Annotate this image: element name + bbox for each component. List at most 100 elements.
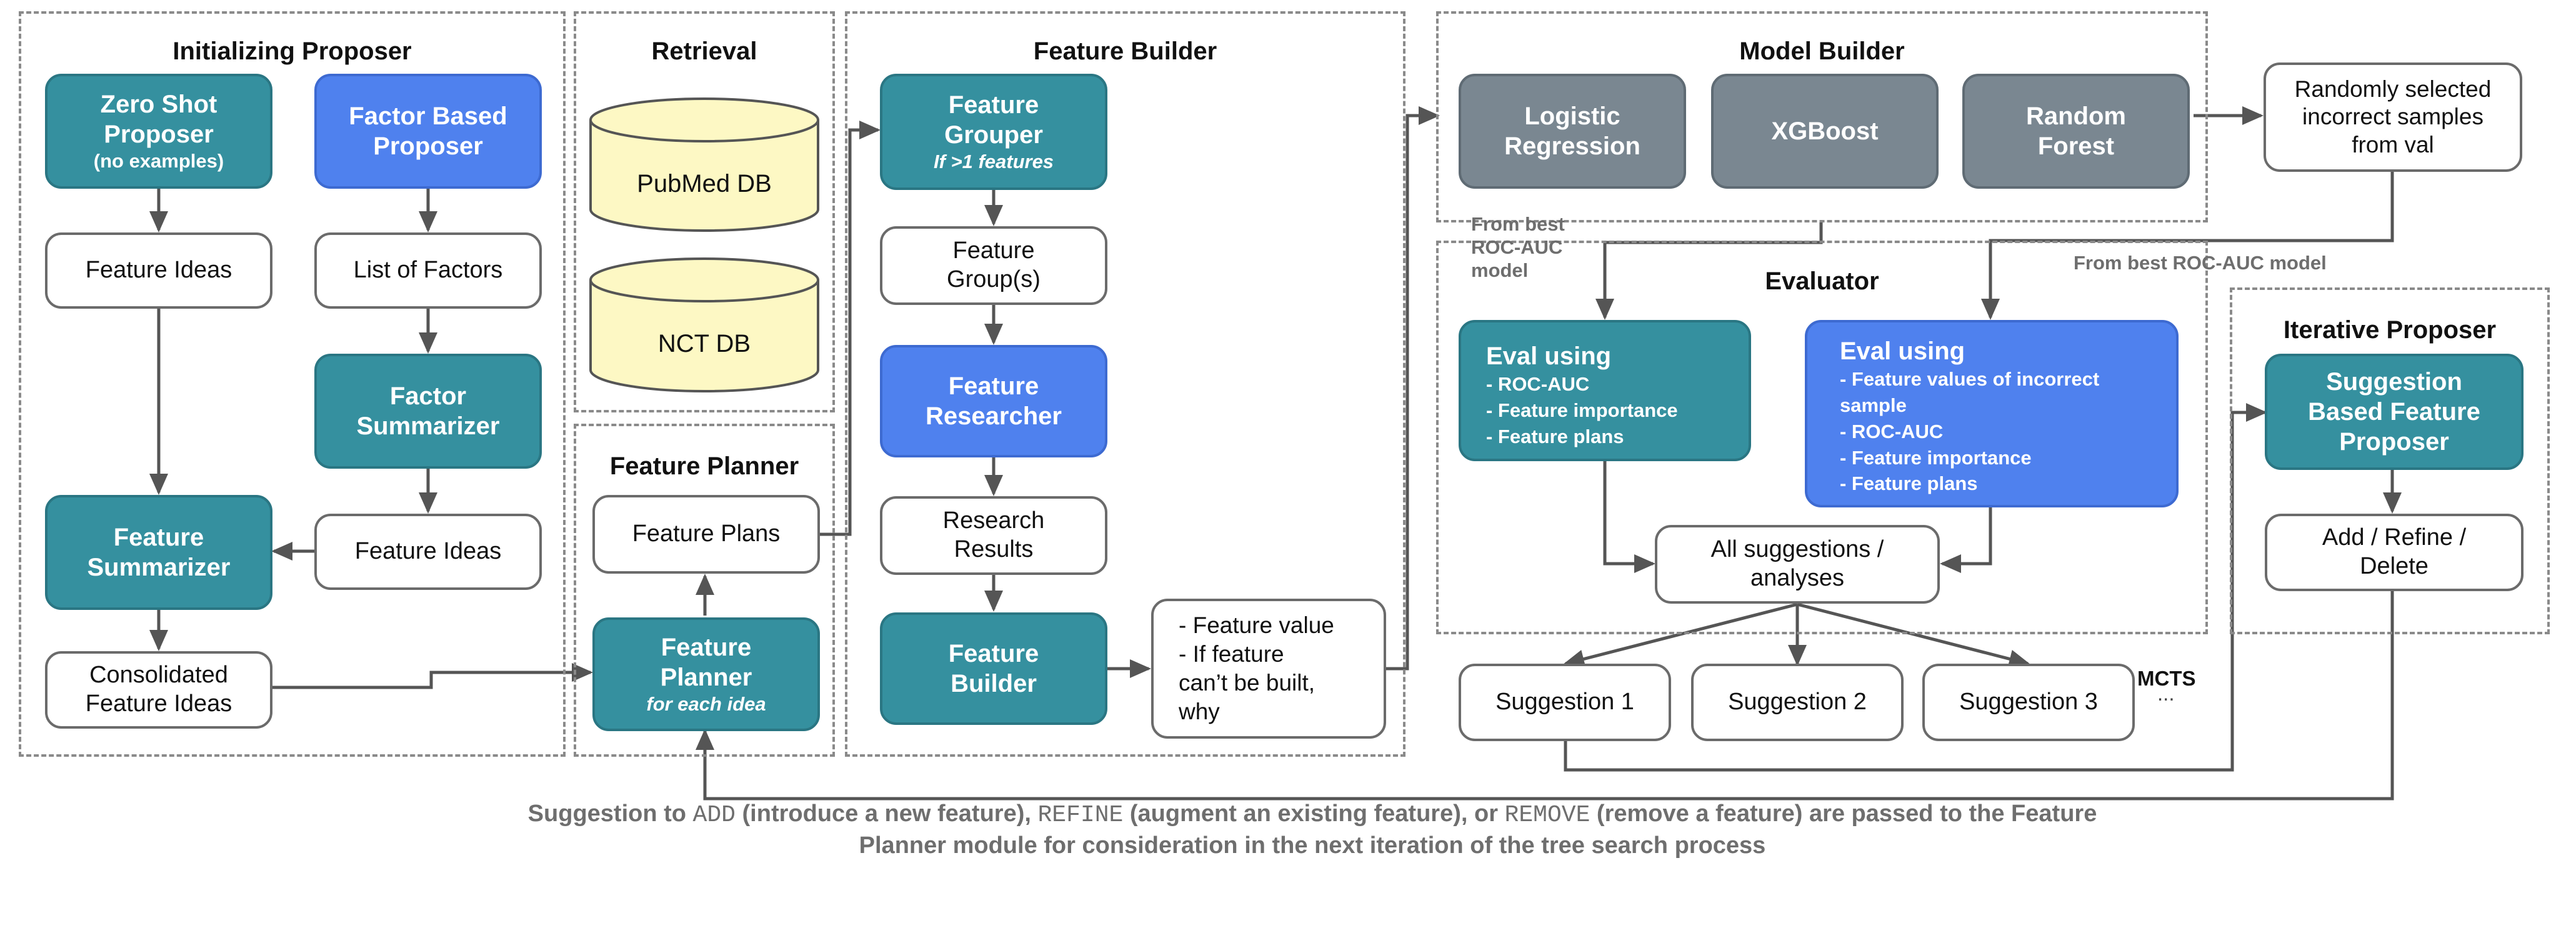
arrow-evalright-to-all	[1940, 507, 1992, 573]
initializing-proposer-panel	[19, 11, 566, 757]
feature-builder-node: Feature Builder	[880, 612, 1107, 725]
initializing-proposer-title: Initializing Proposer	[172, 37, 412, 65]
caption-add: ADD	[692, 802, 736, 829]
suggestion-1-node: Suggestion 1	[1459, 664, 1671, 741]
from-best-right-note: From best ROC-AUC model	[2074, 252, 2327, 274]
random-samples-label: Randomly selected incorrect samples from…	[2294, 76, 2492, 157]
feature-grouper-sub: If >1 features	[933, 151, 1054, 173]
model-builder-title: Model Builder	[1739, 37, 1905, 65]
eval-left-node: Eval using - ROC-AUC - Feature importanc…	[1459, 320, 1751, 461]
iterative-proposer-title: Iterative Proposer	[2283, 316, 2497, 344]
caption-refine: REFINE	[1037, 802, 1124, 829]
caption-text-2: (introduce a new feature),	[735, 801, 1038, 827]
model-builder-panel	[1436, 11, 2208, 222]
zero-shot-proposer-node: Zero Shot Proposer (no examples)	[45, 74, 272, 189]
feature-groups-label: Feature Group(s)	[947, 237, 1041, 292]
from-best-left-line-3: model	[1471, 259, 1529, 282]
caption-line-2: Planner module for consideration in the …	[859, 832, 1766, 859]
feature-planner-sub: for each idea	[646, 693, 766, 716]
arrow-sugg1-to-iterative	[1564, 403, 2267, 772]
suggestion-2-node: Suggestion 2	[1691, 664, 1904, 741]
eval-left-item-1: - ROC-AUC	[1486, 373, 1590, 395]
suggestion-2-label: Suggestion 2	[1728, 689, 1867, 716]
feature-researcher-node: Feature Researcher	[880, 345, 1107, 457]
mcts-label: MCTS	[2137, 667, 2196, 690]
model-xgboost-label: XGBoost	[1771, 117, 1879, 145]
evaluator-title: Evaluator	[1765, 267, 1879, 295]
add-refine-delete-label: Add / Refine / Delete	[2322, 524, 2467, 579]
eval-right-item-4: - Feature importance	[1840, 446, 2032, 469]
list-of-factors-label: List of Factors	[353, 257, 503, 284]
list-of-factors-node: List of Factors	[314, 232, 542, 309]
feature-builder-panel	[845, 11, 1405, 757]
feature-plans-label: Feature Plans	[632, 521, 781, 547]
mcts-ellipsis: ...	[2157, 682, 2175, 705]
caption-text-4: (remove a feature) are passed to the Fea…	[1590, 801, 2097, 827]
feature-groups-node: Feature Group(s)	[880, 226, 1107, 305]
feature-output-line-3: can’t be built,	[1179, 670, 1315, 696]
feature-output-line-2: - If feature	[1179, 641, 1284, 667]
retrieval-panel	[574, 11, 835, 412]
model-xgboost-node: XGBoost	[1711, 74, 1939, 189]
feature-output-line-1: - Feature value	[1179, 612, 1334, 638]
nct-db-label: NCT DB	[657, 330, 751, 357]
feature-planner-label: Feature Planner	[660, 634, 752, 692]
zero-shot-proposer-sub: (no examples)	[93, 150, 224, 172]
model-random-forest-label: Random Forest	[2026, 102, 2126, 160]
suggestion-based-proposer-node: Suggestion Based Feature Proposer	[2265, 354, 2524, 470]
from-best-left-note: From best ROC-AUC model	[1471, 212, 1565, 282]
factor-summarizer-node: Factor Summarizer	[314, 354, 542, 469]
from-best-left-line-1: From best	[1471, 213, 1565, 235]
feature-ideas-right-label: Feature Ideas	[354, 538, 502, 565]
feature-summarizer-node: Feature Summarizer	[45, 495, 272, 610]
eval-left-item-2: - Feature importance	[1486, 399, 1678, 421]
factor-based-proposer-node: Factor Based Proposer	[314, 74, 542, 189]
feature-plans-node: Feature Plans	[592, 495, 820, 574]
pubmed-db-label: PubMed DB	[637, 170, 772, 197]
nct-db-icon	[589, 257, 819, 392]
eval-left-item-3: - Feature plans	[1486, 425, 1624, 447]
suggestion-3-node: Suggestion 3	[1922, 664, 2135, 741]
arrow-action-to-planner	[696, 591, 2394, 801]
model-logistic-regression-node: Logistic Regression	[1459, 74, 1686, 189]
feature-grouper-label: Feature Grouper	[944, 91, 1043, 149]
suggestion-1-label: Suggestion 1	[1495, 689, 1634, 716]
caption-remove: REMOVE	[1504, 802, 1590, 829]
eval-right-item-2: sample	[1840, 394, 1907, 416]
feature-ideas-left-label: Feature Ideas	[85, 257, 232, 284]
feature-ideas-left-node: Feature Ideas	[45, 232, 272, 309]
feature-ideas-right-node: Feature Ideas	[314, 514, 542, 590]
factor-summarizer-label: Factor Summarizer	[356, 382, 500, 440]
arrow-evalleft-to-all	[1603, 461, 1655, 573]
feature-planner-panel	[574, 424, 835, 757]
feature-output-node: - Feature value - If feature can’t be bu…	[1151, 599, 1386, 739]
retrieval-title: Retrieval	[651, 37, 757, 65]
evaluator-panel	[1436, 241, 2208, 634]
caption-text-1: Suggestion to	[527, 801, 693, 827]
consolidated-feature-ideas-label: Consolidated Feature Ideas	[85, 662, 232, 717]
model-random-forest-node: Random Forest	[1962, 74, 2190, 189]
research-results-label: Research Results	[942, 507, 1045, 562]
eval-right-item-3: - ROC-AUC	[1840, 420, 1944, 442]
feature-planner-node: Feature Planner for each idea	[592, 617, 820, 731]
caption-text-3: (augment an existing feature), or	[1123, 801, 1505, 827]
eval-right-item-1: - Feature values of incorrect	[1840, 368, 2100, 390]
random-samples-node: Randomly selected incorrect samples from…	[2264, 62, 2522, 172]
eval-right-node: Eval using - Feature values of incorrect…	[1805, 320, 2179, 507]
all-suggestions-label: All suggestions / analyses	[1710, 536, 1884, 591]
factor-based-proposer-label: Factor Based Proposer	[349, 102, 507, 160]
feature-builder-title: Feature Builder	[1033, 37, 1217, 65]
arrow-output-to-models	[1386, 106, 1440, 671]
suggestion-3-label: Suggestion 3	[1959, 689, 2098, 716]
suggestion-based-proposer-label: Suggestion Based Feature Proposer	[2308, 368, 2480, 456]
eval-left-title: Eval using	[1486, 342, 1612, 370]
pubmed-db-icon	[589, 97, 819, 232]
model-logistic-regression-label: Logistic Regression	[1504, 102, 1640, 160]
feature-researcher-label: Feature Researcher	[926, 372, 1062, 430]
feature-grouper-node: Feature Grouper If >1 features	[880, 74, 1107, 190]
feature-planner-title: Feature Planner	[609, 452, 799, 480]
feature-output-line-4: why	[1179, 699, 1220, 725]
iterative-proposer-panel	[2230, 287, 2550, 634]
zero-shot-proposer-label: Zero Shot Proposer	[100, 91, 217, 149]
